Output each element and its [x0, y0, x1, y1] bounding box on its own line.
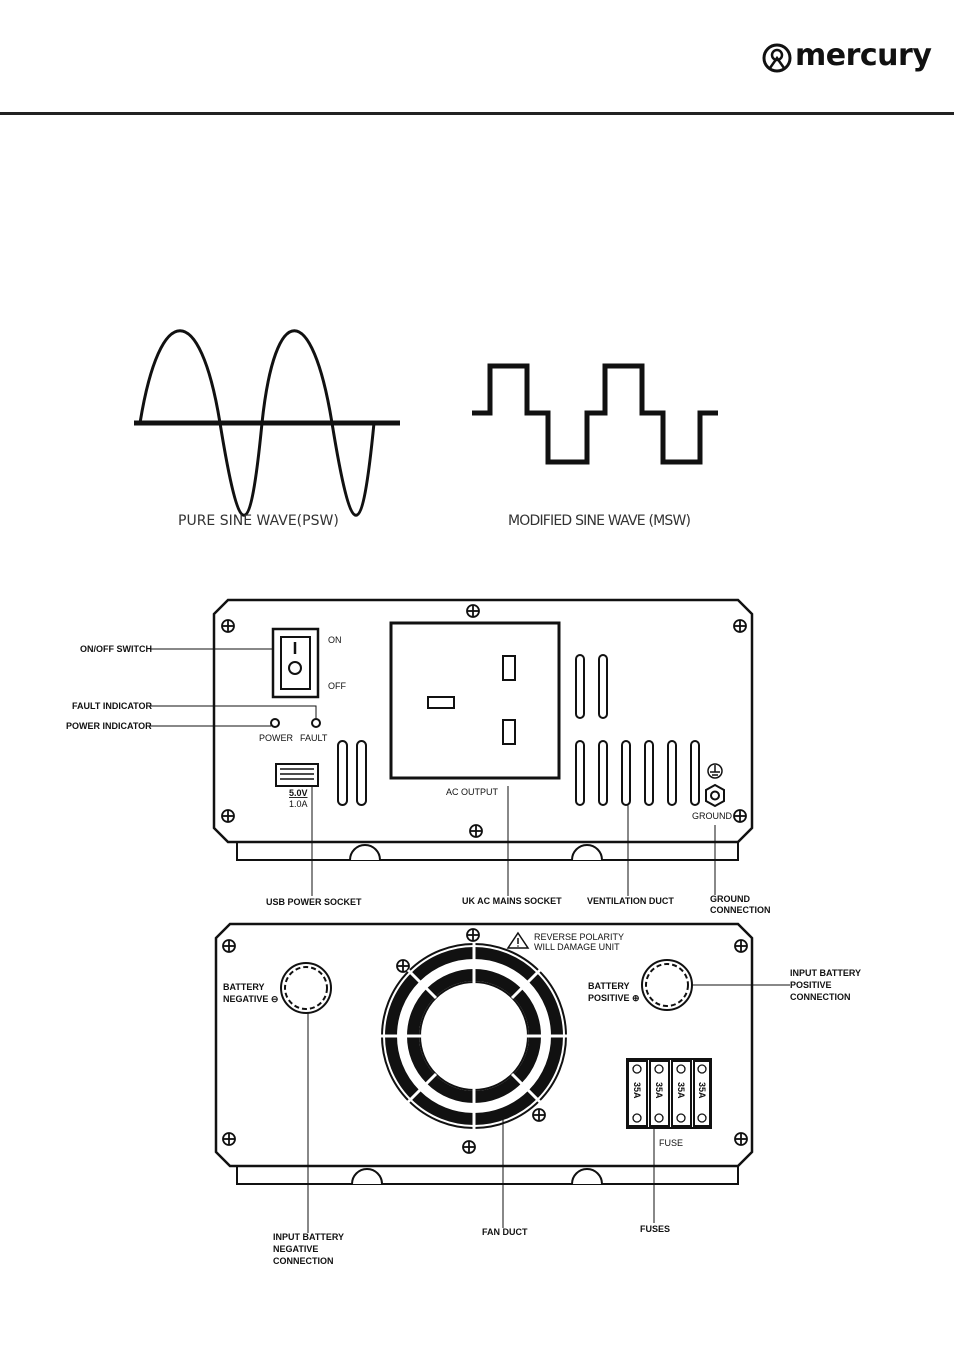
- battery-negative-label-2: NEGATIVE ⊖: [223, 994, 278, 1004]
- fuse-cap-icons: [632, 1064, 707, 1123]
- battery-negative-label-1: BATTERY: [223, 982, 265, 992]
- input-positive-callout-2: POSITIVE: [790, 980, 832, 990]
- usb-voltage-label: 5.0V: [289, 788, 308, 798]
- modified-sine-wave: [472, 363, 718, 465]
- switch-on-label: ON: [328, 635, 342, 645]
- fuse-rating-1: 35A: [632, 1082, 642, 1099]
- switch-off-label: OFF: [328, 681, 346, 691]
- fuse-block: [626, 1058, 712, 1129]
- screw-icon: [221, 604, 747, 838]
- brand-name: mercury: [795, 38, 932, 73]
- front-callout-lines: [150, 648, 716, 896]
- usb-current-label: 1.0A: [289, 799, 308, 809]
- input-negative-callout-3: CONNECTION: [273, 1256, 334, 1266]
- fuse-label: FUSE: [659, 1138, 683, 1148]
- ground-icon: [707, 763, 723, 779]
- input-positive-callout-3: CONNECTION: [790, 992, 851, 1002]
- rear-panel-base: [236, 1166, 739, 1185]
- ventilation-duct-callout: VENTILATION DUCT: [587, 896, 674, 906]
- fuse-rating-4: 35A: [697, 1082, 707, 1099]
- power-led-label: POWER: [259, 733, 294, 743]
- warning-line-2: WILL DAMAGE UNIT: [534, 942, 620, 952]
- ground-terminal[interactable]: [705, 783, 725, 808]
- battery-positive-label-1: BATTERY: [588, 981, 630, 991]
- battery-positive-label-2: POSITIVE ⊕: [588, 993, 640, 1003]
- fan-duct-callout: FAN DUCT: [482, 1227, 528, 1237]
- uk-ac-mains-socket-callout: UK AC MAINS SOCKET: [462, 896, 562, 906]
- rear-callout-lines: [307, 984, 790, 1233]
- usb-socket[interactable]: [275, 763, 319, 787]
- ac-output-label: AC OUTPUT: [446, 787, 499, 797]
- ground-label: GROUND: [692, 811, 732, 821]
- fuse-rating-3: 35A: [676, 1082, 686, 1099]
- pure-sine-wave: [138, 329, 376, 517]
- input-positive-callout-1: INPUT BATTERY: [790, 968, 861, 978]
- front-panel-base: [236, 842, 739, 861]
- waveforms-diagram: PURE SINE WAVE(PSW) MODIFIED SINE WAVE (…: [134, 329, 718, 529]
- input-negative-callout-1: INPUT BATTERY: [273, 1232, 344, 1242]
- power-indicator-led: [270, 718, 280, 728]
- fan-duct: [381, 943, 567, 1129]
- fuse-rating-2: 35A: [654, 1082, 664, 1099]
- modified-sine-caption: MODIFIED SINE WAVE (MSW): [508, 513, 691, 529]
- fault-indicator-callout: FAULT INDICATOR: [72, 701, 152, 711]
- fault-led-label: FAULT: [300, 733, 328, 743]
- battery-positive-terminal[interactable]: [641, 959, 693, 1011]
- ventilation-duct: [575, 654, 700, 806]
- uk-ac-mains-socket[interactable]: [389, 621, 561, 780]
- pure-sine-caption: PURE SINE WAVE(PSW): [178, 513, 339, 529]
- header-rule: [0, 112, 954, 115]
- input-negative-callout-2: NEGATIVE: [273, 1244, 318, 1254]
- warning-icon: [506, 931, 530, 949]
- warning-line-1: REVERSE POLARITY: [534, 932, 624, 942]
- battery-negative-terminal[interactable]: [280, 962, 332, 1014]
- mercury-logo-icon: [762, 43, 792, 73]
- on-off-switch-callout: ON/OFF SWITCH: [80, 644, 152, 654]
- on-off-switch[interactable]: [271, 627, 320, 699]
- ground-connection-callout-2: CONNECTION: [710, 905, 771, 915]
- left-vent-slots: [337, 740, 367, 806]
- fuses-callout: FUSES: [640, 1224, 670, 1234]
- ground-connection-callout-1: GROUND: [710, 894, 750, 904]
- screw-icon: [222, 928, 748, 1154]
- power-indicator-callout: POWER INDICATOR: [66, 721, 152, 731]
- usb-power-socket-callout: USB POWER SOCKET: [266, 897, 362, 907]
